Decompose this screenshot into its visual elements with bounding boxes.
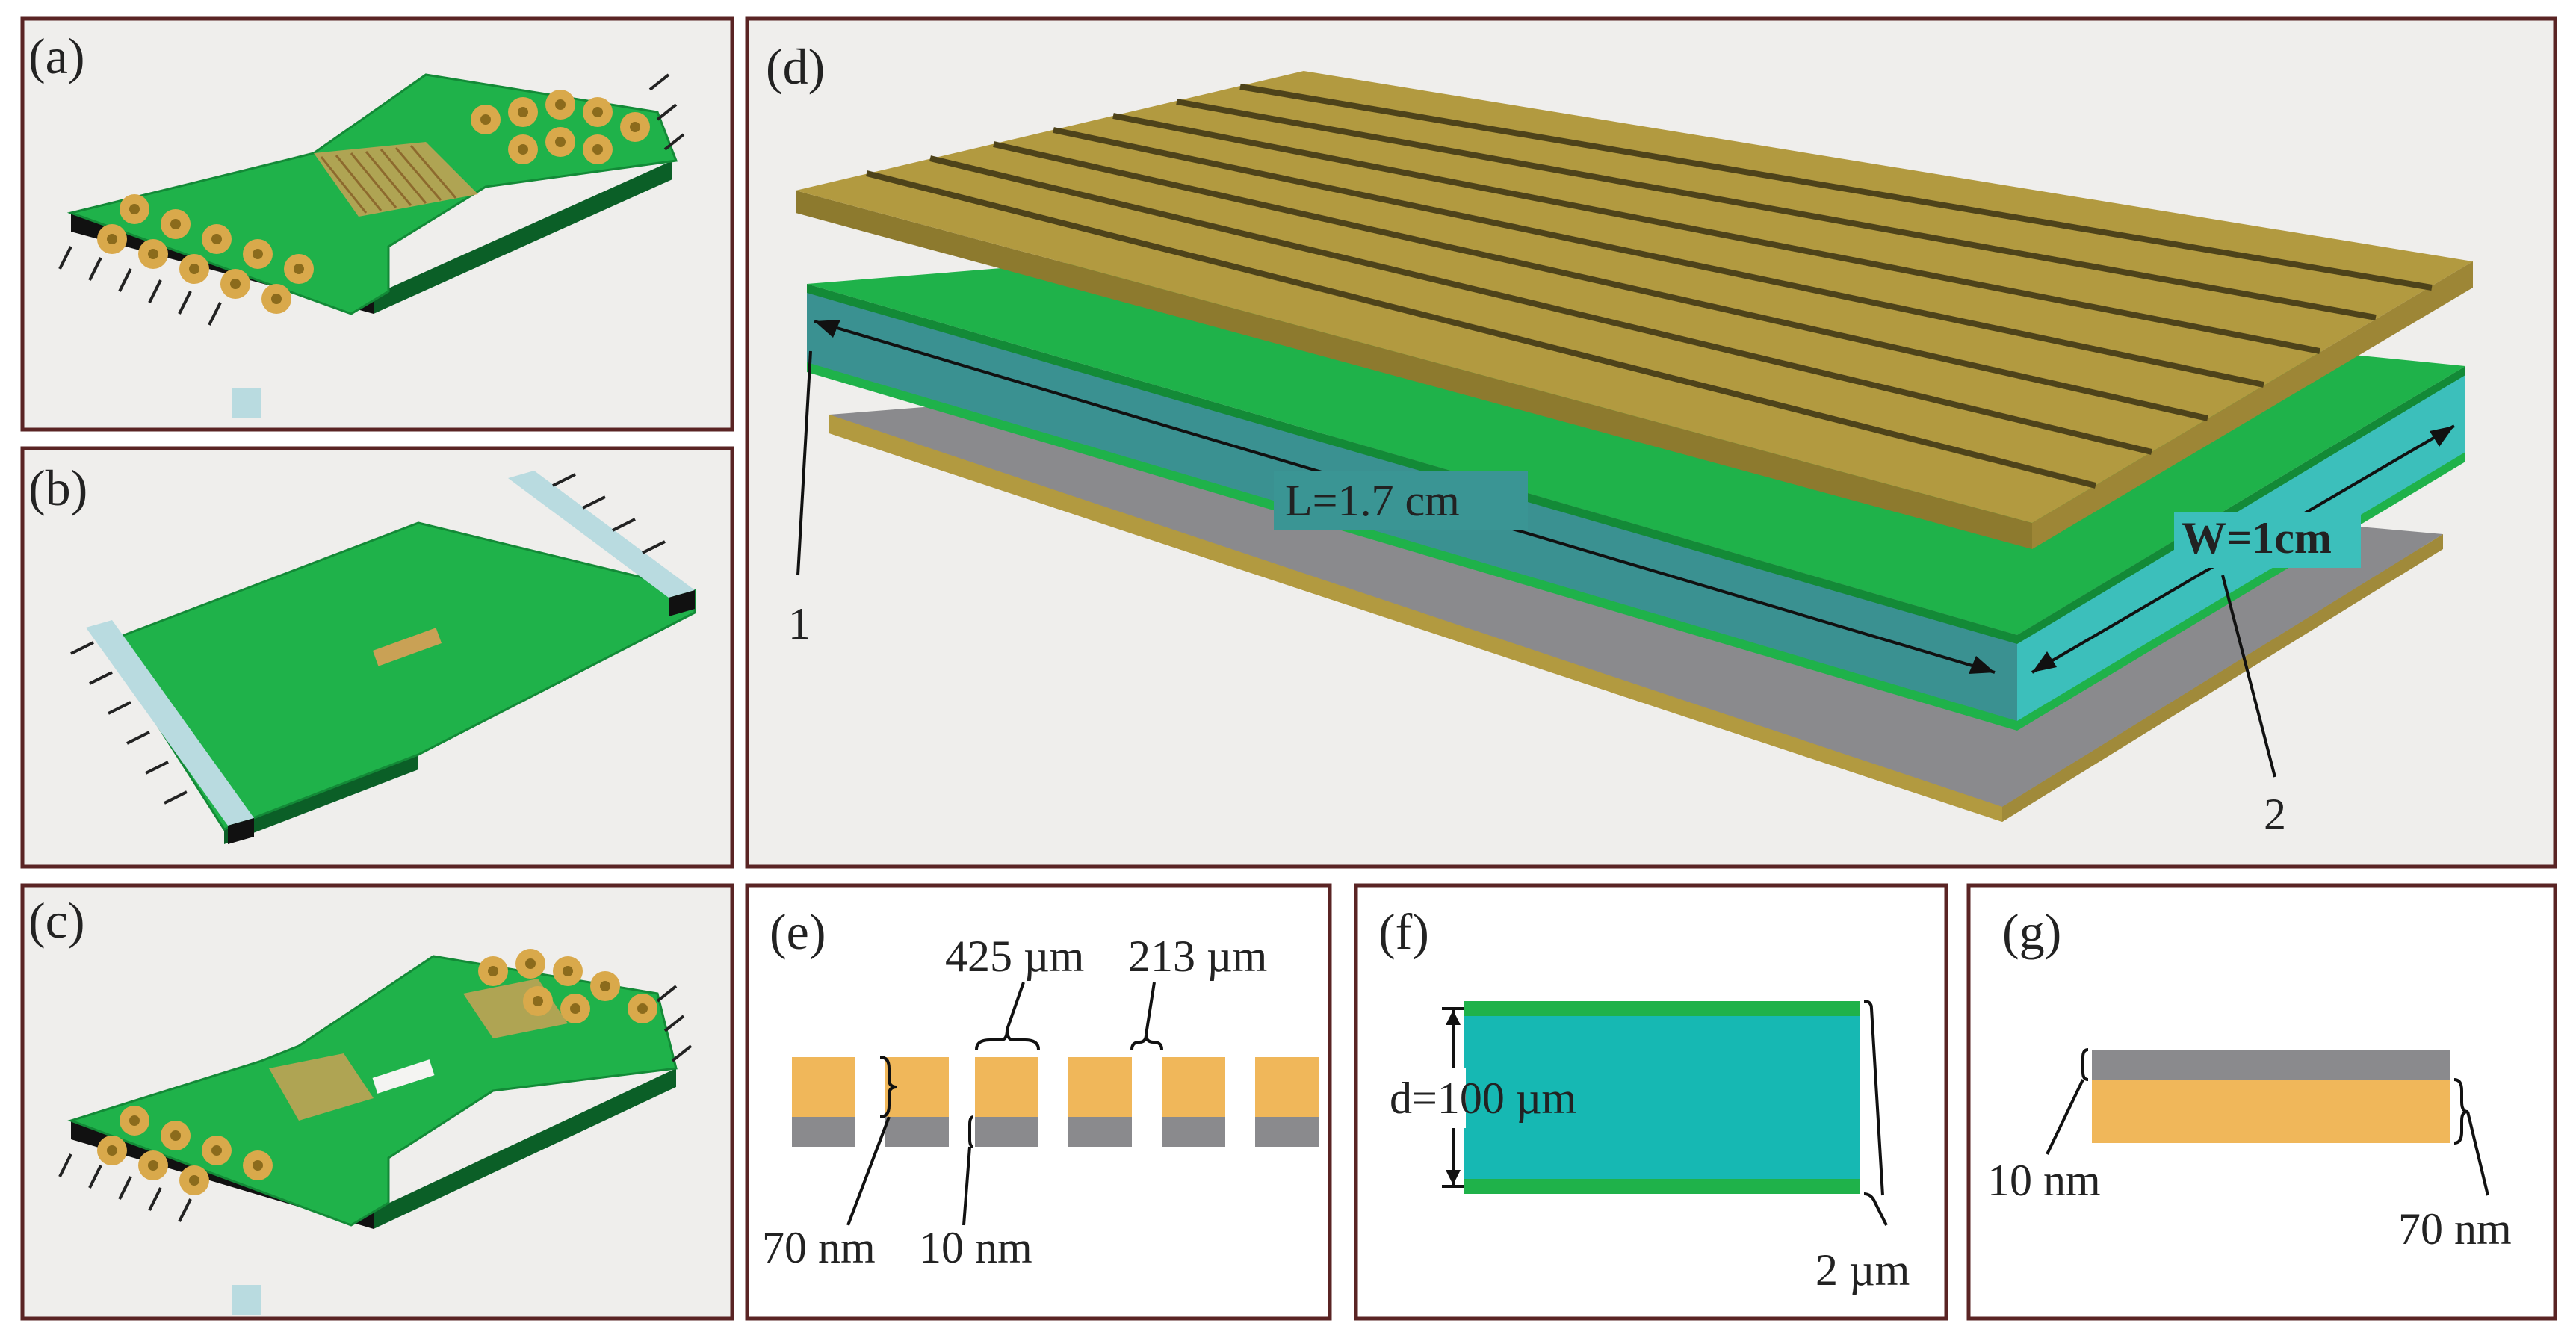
gap-width: 213 µm: [1128, 932, 1267, 981]
adhesion-thickness: 10 nm: [919, 1223, 1032, 1272]
panel-g-label: (g): [2002, 903, 2061, 960]
adhesion-thickness-brace: [968, 1115, 974, 1148]
electrode-width: 425 µm: [945, 932, 1084, 981]
panel-e-label: (e): [770, 903, 826, 960]
marker-2: 2: [2264, 790, 2286, 839]
panel-d: (d): [745, 16, 2557, 869]
gold-thickness-brace: [879, 1056, 897, 1118]
gold-thickness: 70 nm: [762, 1223, 876, 1272]
panel-b: (b): [20, 446, 734, 869]
gold-thickness-g: 70 nm: [2398, 1204, 2512, 1254]
panel-e: (e) 425 µm 213 µm 70 nm 10 nm: [745, 883, 1332, 1321]
adhesion-thickness-g: 10 nm: [1987, 1156, 2101, 1205]
panel-d-label: (d): [766, 38, 825, 95]
marker-2-line: [2221, 575, 2276, 778]
marker-1: 1: [788, 599, 811, 648]
pcb-board-a: [58, 73, 685, 418]
substrate-cross-section: [1464, 1001, 1860, 1194]
panel-g: (g) 10 nm 70 nm: [1966, 883, 2557, 1321]
electrode-layers: [2092, 1050, 2450, 1143]
panel-f: (f) d=100 µm 2 µm: [1354, 883, 1948, 1321]
length-label: L=1.7 cm: [1285, 476, 1460, 525]
electrode-cross-section: [792, 1057, 1319, 1147]
pcb-board-b: [70, 471, 696, 844]
substrate-thickness: d=100 µm: [1390, 1074, 1576, 1123]
panel-b-label: (b): [28, 459, 87, 516]
panel-f-label: (f): [1378, 903, 1429, 960]
width-label: W=1cm: [2182, 513, 2332, 563]
top-electrode-stripes: [796, 71, 2473, 549]
panel-c-label: (c): [28, 892, 84, 949]
coating-thickness: 2 µm: [1815, 1245, 1910, 1295]
panel-a-label: (a): [28, 28, 84, 84]
panel-a: (a): [20, 16, 734, 432]
panel-c: (c): [20, 883, 734, 1321]
marker-1-line: [796, 350, 812, 576]
pcb-board-c: [58, 949, 693, 1315]
